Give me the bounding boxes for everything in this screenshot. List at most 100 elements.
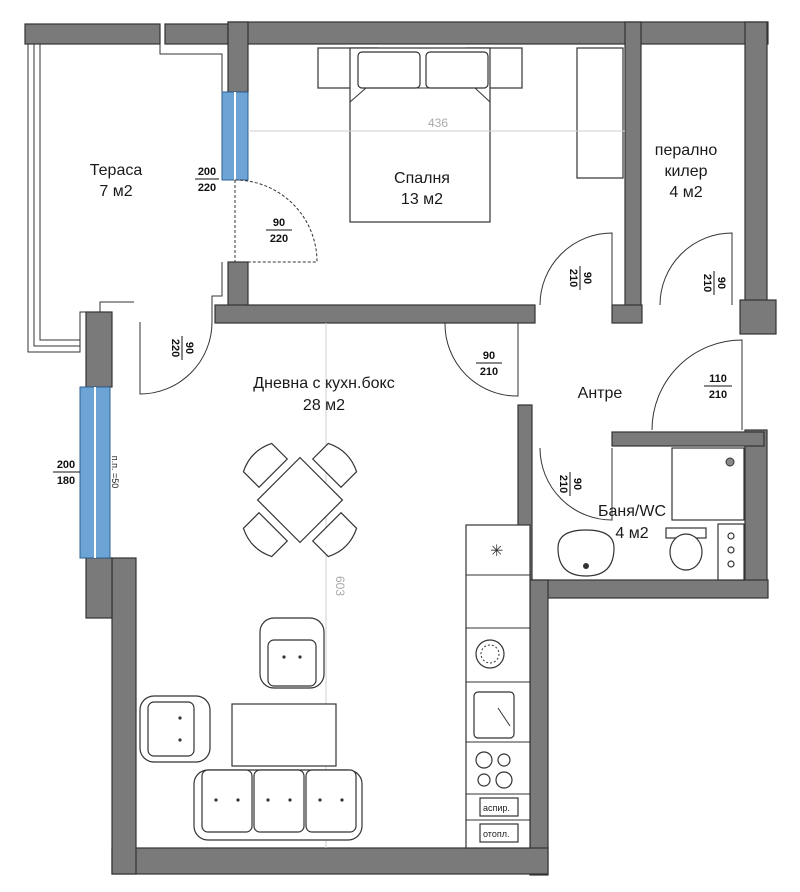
- bedroom-door-label: 90 210: [567, 266, 593, 290]
- hall-name: Антре: [578, 385, 623, 402]
- living-door-hall-height: 210: [480, 366, 498, 378]
- shower: [671, 447, 745, 521]
- washer-inner-icon: [480, 644, 500, 664]
- wall-terrace-top-left: [24, 23, 161, 45]
- armchair-top-button-2: [298, 655, 302, 659]
- bedroom-door-height: 210: [567, 269, 579, 287]
- wall-bedroom-laundry: [624, 21, 642, 323]
- burner-1-icon: [475, 751, 493, 769]
- living-depth-label: 603: [333, 576, 347, 596]
- heater-box: [479, 823, 519, 843]
- living-window-width: 200: [57, 459, 75, 471]
- sofa-button-4: [288, 798, 292, 802]
- kitchen: ✳ аспир. отопл.: [465, 524, 531, 849]
- pillow-right: [425, 51, 489, 89]
- terrace-window-width: 200: [198, 166, 216, 178]
- dining-chair-bottom: [242, 511, 289, 558]
- wall-left-window-bottom: [85, 557, 113, 619]
- dining-set: [242, 442, 358, 558]
- bath-door-width: 90: [571, 478, 583, 490]
- living-area: 28 м2: [303, 397, 345, 414]
- wall-top: [227, 21, 769, 45]
- entrance-door-arc: [651, 339, 743, 431]
- living-name: Дневна с кухн.бокс: [253, 375, 394, 392]
- living-door-left-height: 220: [169, 339, 181, 357]
- armchair-left-seat: [147, 701, 195, 757]
- burner-3-icon: [477, 773, 491, 787]
- pillow-left: [357, 51, 421, 89]
- wall-kitchen-right: [529, 579, 549, 876]
- terrace-area: 7 м2: [99, 183, 132, 200]
- terrace-rail-1: [33, 44, 80, 347]
- wall-right-upper: [744, 21, 768, 323]
- wall-bottom: [111, 847, 549, 875]
- bedroom-width-label: 436: [428, 116, 448, 130]
- burner-4-icon: [495, 771, 513, 789]
- sofa-cushion-1: [201, 769, 253, 833]
- terrace-door-height: 220: [270, 233, 288, 245]
- burner-2-icon: [497, 753, 511, 767]
- washbasin-drain-icon: [583, 563, 589, 569]
- living-furniture: [139, 323, 363, 848]
- armchair-top-button-1: [282, 655, 286, 659]
- armchair-top-seat: [267, 639, 317, 687]
- wall-right-bath: [744, 429, 768, 586]
- bath-door-arc: [539, 447, 613, 521]
- sofa-button-5: [318, 798, 322, 802]
- terrace-inner-bottom: [211, 262, 223, 322]
- hood-label: аспир.: [483, 803, 510, 813]
- living-door-hall-width: 90: [483, 350, 495, 362]
- armchair-left-button-2: [178, 738, 182, 742]
- bath-area: 4 м2: [615, 525, 648, 542]
- washbasin: [557, 529, 615, 577]
- wall-left-lower: [111, 557, 137, 875]
- sofa-button-3: [266, 798, 270, 802]
- terrace-outline: [27, 44, 223, 353]
- laundry-door-label: 90 210: [701, 271, 727, 295]
- wall-terrace-bedroom-upper: [227, 21, 249, 93]
- sofa-cushion-3: [305, 769, 357, 833]
- terrace-outer-line: [27, 44, 134, 353]
- wall-terrace-top-right: [164, 23, 236, 45]
- terrace-inner-top: [159, 44, 223, 92]
- entrance-door-height: 210: [709, 389, 727, 401]
- living-door-hall-arc: [444, 322, 519, 397]
- terrace-name: Тераса: [90, 162, 143, 179]
- washer-drum-icon: [475, 639, 505, 669]
- sofa-cushion-2: [253, 769, 305, 833]
- wall-left-upper: [85, 311, 113, 388]
- living-window-sill: п.п. =50: [110, 456, 120, 489]
- wall-bath-bottom: [517, 579, 769, 599]
- terrace-window-height: 220: [198, 182, 216, 194]
- bedroom-name: Спалня: [394, 170, 450, 187]
- bedroom-door-arc: [539, 232, 613, 306]
- living-door-left-arc: [139, 321, 213, 395]
- laundry-area: 4 м2: [669, 184, 702, 201]
- room-labels: Тераса 7 м2 Спалня 13 м2 перално килер 4…: [90, 142, 718, 542]
- windows: [79, 91, 249, 559]
- bathroom-fixtures: [557, 447, 745, 581]
- terrace-door-arc: [234, 179, 318, 263]
- laundry-door-height: 210: [701, 274, 713, 292]
- heater-label: отопл.: [483, 829, 509, 839]
- bath-door-label: 90 210: [557, 472, 583, 496]
- wall-laundry-stub: [611, 304, 643, 324]
- bedroom-furniture: [248, 47, 625, 223]
- dining-chair-right: [311, 511, 358, 558]
- laundry-name-1: перално: [655, 142, 718, 159]
- toilet-bowl: [669, 533, 703, 571]
- wm-knob-3: [727, 560, 735, 568]
- wall-bath-top: [611, 431, 765, 447]
- wall-right-pillar: [739, 299, 777, 335]
- bath-name: Баня/WC: [598, 503, 666, 520]
- blanket-fold: [349, 87, 491, 103]
- dining-chair-left: [242, 442, 289, 489]
- terrace-rail-2: [39, 44, 80, 341]
- living-door-left-width: 90: [183, 342, 195, 354]
- wall-bedroom-bottom: [214, 304, 536, 324]
- dining-chair-top: [311, 442, 358, 489]
- kitchen-faucet-icon: [497, 707, 511, 727]
- dining-table: [256, 456, 344, 544]
- terrace-door-width: 90: [273, 217, 285, 229]
